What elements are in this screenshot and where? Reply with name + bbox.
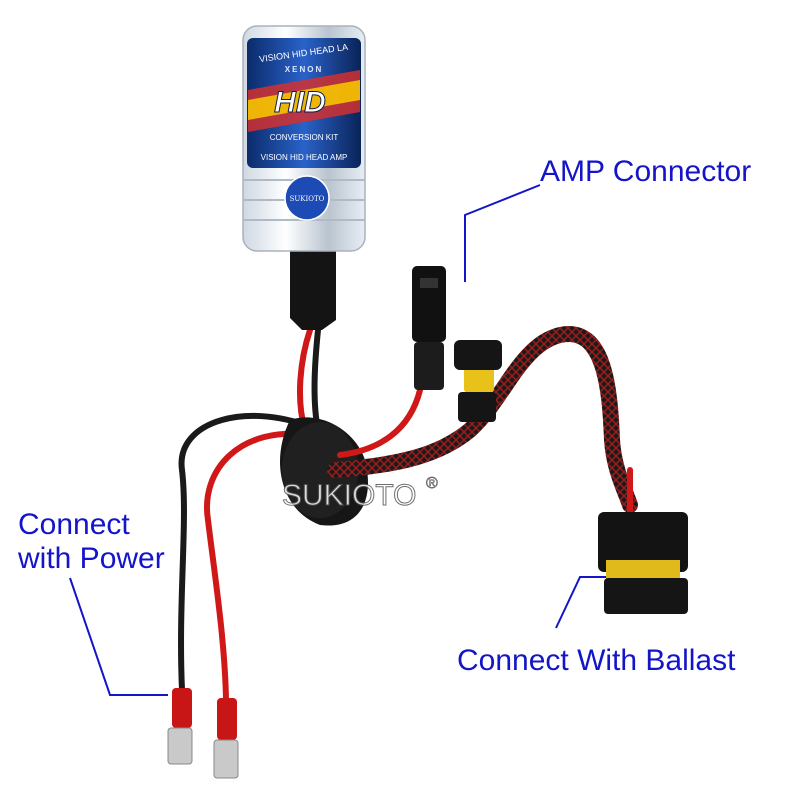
black-terminal-spade	[167, 727, 193, 765]
red-wire	[204, 430, 315, 703]
power-terminals	[167, 688, 239, 779]
bulb-badge-text: SUKIOTO	[290, 195, 325, 203]
bulb-socket	[280, 240, 368, 526]
amp-connector-label: AMP Connector	[540, 155, 752, 188]
registered-mark: ®	[426, 475, 438, 492]
black-terminal-sleeve	[172, 688, 192, 728]
amp-pointer-line	[464, 184, 541, 282]
sukioto-badge	[284, 175, 330, 221]
bulb-label-brand: XENON	[285, 65, 323, 74]
connect-power-line-2: with Power	[18, 542, 165, 575]
bulb-black-lead	[311, 327, 321, 433]
power-wires	[178, 327, 321, 703]
red-terminal-spade	[213, 739, 239, 779]
bulb-label-hid: HID	[274, 86, 326, 119]
connect-power-label: Connect with Power	[18, 508, 165, 576]
ballast-pointer-line	[555, 576, 613, 629]
amp-seal-ring	[464, 365, 494, 393]
connect-ballast-label: Connect With Ballast	[457, 644, 736, 677]
connect-power-line-1: Connect	[18, 508, 130, 541]
amp-connector	[412, 266, 502, 422]
pointer-lines	[69, 184, 613, 696]
hid-bulb: SUKIOTO VISION HID HEAD LA XENON HID CON…	[242, 25, 366, 252]
power-pointer-line	[69, 577, 168, 696]
red-terminal-sleeve	[217, 698, 237, 740]
bulb-label-bottom: VISION HID HEAD AMP	[261, 153, 348, 162]
bulb-red-lead	[297, 327, 313, 433]
ballast-connector	[598, 512, 688, 614]
sukioto-watermark: SUKIOTO	[282, 479, 416, 512]
black-wire	[178, 412, 321, 693]
bulb-label-kit: CONVERSION KIT	[270, 133, 339, 142]
